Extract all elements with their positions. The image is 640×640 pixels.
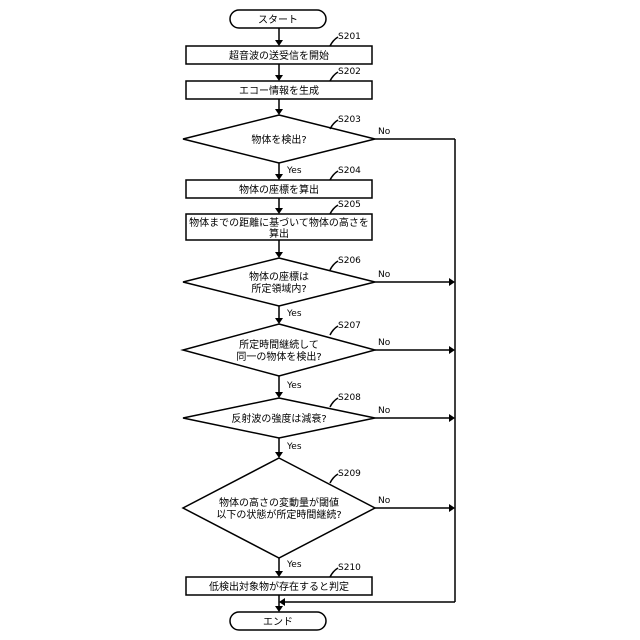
arrowhead-s208 [275,392,283,398]
step-leader-s203 [330,120,338,129]
process-text-s205-line2: 算出 [269,227,289,240]
end-terminal-label: エンド [263,617,293,628]
step-label-s203: S203 [338,115,361,125]
yes-label-s206: Yes [286,309,302,319]
no-arrowhead-s209 [449,504,455,512]
arrowhead-s209 [275,452,283,458]
step-label-s209: S209 [338,469,361,479]
arrowhead-s203 [275,109,283,115]
no-arrowhead-s208 [449,414,455,422]
step-leader-s207 [330,326,338,335]
arrowhead-s202 [275,75,283,81]
arrowhead-s201 [275,40,283,46]
process-text-s205-line1: 物体までの距離に基づいて物体の高さを [189,216,369,229]
step-label-s206: S206 [338,256,361,266]
arrowhead-s206 [275,252,283,258]
yes-label-s209: Yes [286,560,302,570]
no-label-s208: No [378,406,391,416]
no-arrowhead-s206 [449,278,455,286]
step-label-s210: S210 [338,563,361,573]
step-label-s207: S207 [338,321,361,331]
step-leader-s206 [330,261,338,270]
no-arrowhead-s207 [449,346,455,354]
step-label-s201: S201 [338,32,361,42]
process-text-s202: エコー情報を生成 [239,84,319,97]
decision-text-s209-line1: 物体の高さの変動量が閾値 [219,496,339,509]
start-terminal-label: スタート [258,14,298,26]
decision-text-s207-line2: 同一の物体を検出? [236,350,321,363]
yes-label-s208: Yes [286,442,302,452]
step-leader-s204 [330,171,338,180]
no-label-s206: No [378,270,391,280]
decision-text-s206-line2: 所定領域内? [251,282,306,295]
step-label-s202: S202 [338,67,361,77]
step-label-s204: S204 [338,166,361,176]
no-return-arrowhead [279,598,285,606]
decision-text-s206-line1: 物体の座標は [249,270,309,283]
step-leader-s208 [330,398,338,407]
arrowhead-s210 [275,571,283,577]
no-label-s207: No [378,338,391,348]
step-leader-s201 [330,37,338,46]
step-label-s205: S205 [338,200,361,210]
no-label-s209: No [378,496,391,506]
arrowhead-s207 [275,318,283,324]
decision-text-s208: 反射波の強度は減衰? [231,412,326,425]
process-text-s210: 低検出対象物が存在すると判定 [209,580,349,593]
arrowhead-end [275,606,283,612]
step-label-s208: S208 [338,393,361,403]
yes-label-s203: Yes [286,166,302,176]
decision-text-s209-line2: 以下の状態が所定時間継続? [216,508,341,521]
step-leader-s210 [330,568,338,577]
process-text-s204: 物体の座標を算出 [239,183,319,196]
arrowhead-s205 [275,208,283,214]
yes-label-s207: Yes [286,381,302,391]
step-leader-s202 [330,72,338,81]
process-text-s201: 超音波の送受信を開始 [229,49,329,62]
step-leader-s209 [330,474,338,483]
arrowhead-s204 [275,174,283,180]
decision-text-s203: 物体を検出? [251,133,306,146]
no-label-s203: No [378,127,391,137]
step-leader-s205 [330,205,338,214]
decision-text-s207-line1: 所定時間継続して [239,338,319,351]
